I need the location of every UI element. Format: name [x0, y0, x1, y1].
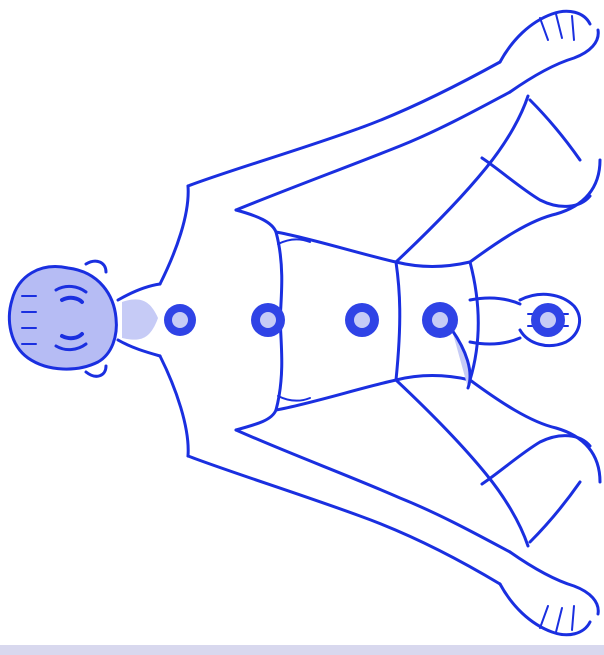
bottom-strip — [0, 645, 604, 655]
chakra-root — [531, 303, 565, 337]
feet — [452, 294, 580, 388]
chakra-sacral — [422, 302, 458, 338]
chakra-throat — [164, 304, 196, 336]
neck — [118, 284, 160, 356]
upper-arm-bottom — [188, 430, 510, 584]
chakras — [164, 302, 565, 338]
leg-top — [396, 96, 600, 262]
chakra-heart — [251, 303, 285, 337]
head — [9, 261, 116, 376]
hand-top — [500, 11, 598, 92]
chakra-solar-plexus — [345, 303, 379, 337]
hand-bottom — [500, 552, 598, 635]
upper-arm-top — [188, 62, 510, 210]
leg-bottom — [396, 380, 600, 546]
